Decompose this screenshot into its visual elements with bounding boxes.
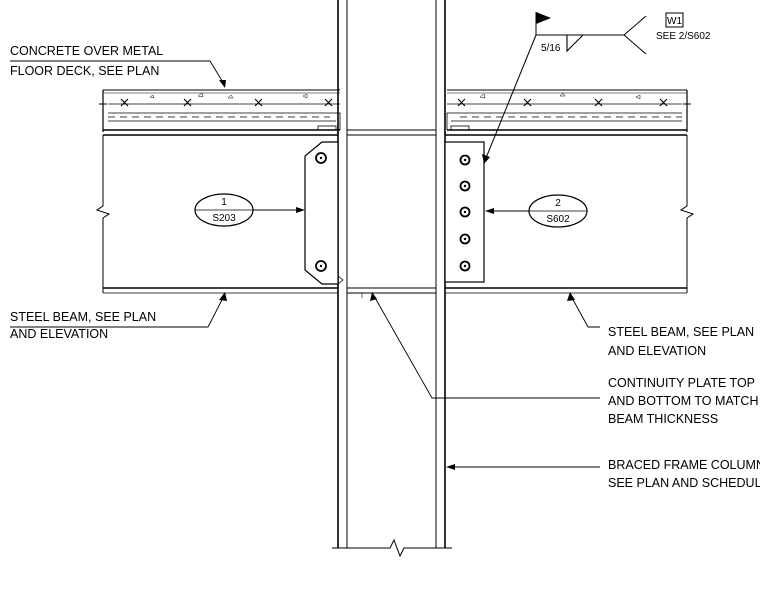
note-line: FLOOR DECK, SEE PLAN: [10, 64, 159, 78]
bolt-icon: [315, 260, 327, 272]
floor-deck-left: [99, 89, 341, 132]
note-line: BRACED FRAME COLUMN,: [608, 458, 760, 472]
detail-tag-sheet: S203: [212, 213, 236, 224]
weld-size: 5/16: [541, 43, 561, 54]
bolt-icon: [315, 152, 327, 164]
continuity-plate-bottom: [346, 287, 437, 298]
note-line: AND ELEVATION: [608, 344, 706, 358]
detail-tag-1[interactable]: 1 S203: [194, 193, 305, 227]
braced-frame-column: [332, 0, 452, 558]
field-weld-flag-icon: [536, 12, 551, 24]
detail-tag-sheet: S602: [546, 214, 570, 225]
note-line: CONCRETE OVER METAL: [10, 44, 163, 58]
note-column: BRACED FRAME COLUMN, SEE PLAN AND SCHEDU…: [608, 458, 760, 490]
detail-tag-number: 1: [221, 197, 227, 208]
note-beam-left: STEEL BEAM, SEE PLAN AND ELEVATION: [10, 310, 156, 341]
weld-symbol: 5/16 W1 SEE 2/S602: [482, 12, 711, 164]
leader-lines: [10, 60, 600, 468]
shear-tab-right: [444, 141, 485, 283]
weld-tag: W1: [667, 16, 682, 27]
fillet-weld-icon: [566, 34, 584, 53]
detail-tag-number: 2: [555, 198, 561, 209]
shear-tab-left: [304, 141, 344, 285]
note-line: STEEL BEAM, SEE PLAN: [608, 325, 754, 339]
detail-tag-2[interactable]: 2 S602: [485, 194, 588, 228]
note-line: STEEL BEAM, SEE PLAN: [10, 310, 156, 324]
continuity-plate-top: [346, 129, 437, 136]
steel-beam-right: [445, 134, 695, 294]
note-line: BEAM THICKNESS: [608, 412, 718, 426]
note-continuity-plate: CONTINUITY PLATE TOP AND BOTTOM TO MATCH…: [608, 376, 758, 426]
weld-reference: SEE 2/S602: [656, 31, 711, 42]
steel-beam-left: [95, 134, 338, 294]
floor-deck-right: [446, 89, 691, 132]
note-line: AND BOTTOM TO MATCH: [608, 394, 758, 408]
note-line: AND ELEVATION: [10, 327, 108, 341]
note-beam-right: STEEL BEAM, SEE PLAN AND ELEVATION: [608, 325, 754, 358]
note-line: SEE PLAN AND SCHEDULE: [608, 476, 760, 490]
note-deck: CONCRETE OVER METAL FLOOR DECK, SEE PLAN: [10, 44, 163, 78]
note-line: CONTINUITY PLATE TOP: [608, 376, 755, 390]
